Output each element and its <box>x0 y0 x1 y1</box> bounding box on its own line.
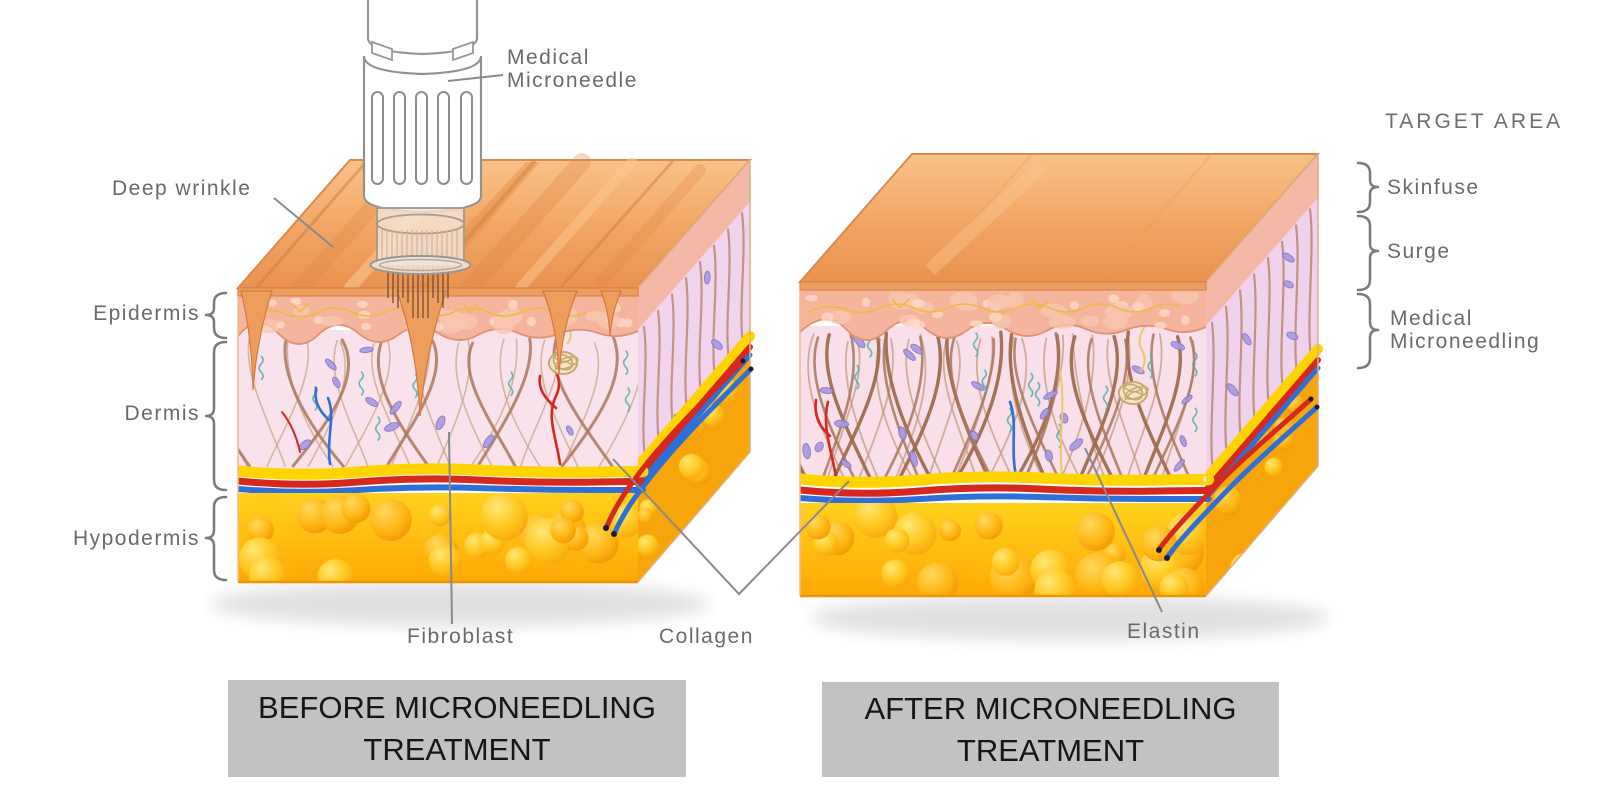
epidermis-label: Epidermis <box>93 302 200 325</box>
before-deep-wrinkles <box>240 290 622 417</box>
target-area-title: TARGET AREA <box>1385 110 1564 133</box>
before-block-shadow <box>210 582 710 626</box>
medical-microneedling-line1: Medical <box>1390 307 1473 330</box>
before-banner-line2: TREATMENT <box>363 731 551 767</box>
device-flange <box>369 255 472 275</box>
after-side-outline <box>1205 152 1319 597</box>
after-dermis-side <box>1206 198 1318 479</box>
medical-microneedling-label: Medical Microneedling <box>1390 307 1540 353</box>
before-vessel-band <box>237 463 649 495</box>
device-cartridge-ring <box>376 213 465 235</box>
after-diving-vessels <box>1156 396 1320 561</box>
after-block-shadow <box>810 596 1330 640</box>
before-fat-lobules <box>239 493 637 582</box>
device-upper-tube <box>366 0 479 56</box>
before-side-outline <box>637 158 751 583</box>
medical-microneedle-leader-line <box>447 74 504 82</box>
device-cartridge-hatch <box>381 230 458 258</box>
after-epidermis-border <box>799 318 1207 341</box>
collagen-leader-line <box>612 458 850 596</box>
elastin-leader-line <box>1084 447 1163 613</box>
before-epidermis-border <box>237 322 639 345</box>
leader-lines <box>273 74 1163 625</box>
dermis-brace <box>204 340 228 492</box>
hypodermis-label: Hypodermis <box>72 527 200 550</box>
skinfuse-label: Skinfuse <box>1387 176 1480 199</box>
deep-wrinkle-leader-line <box>273 197 334 248</box>
device-notch-right <box>452 40 474 62</box>
surge-brace <box>1356 214 1380 292</box>
medical-microneedle-line1: Medical <box>507 46 590 69</box>
after-epidermis-side <box>1206 154 1318 326</box>
before-elastin-squiggles <box>258 350 631 442</box>
after-surface-edge <box>799 281 1207 291</box>
medical-microneedle-label: Medical Microneedle <box>507 46 638 92</box>
elastin-label: Elastin <box>1127 620 1201 643</box>
deep-wrinkle-label: Deep wrinkle <box>112 177 252 200</box>
before-collagen-fibers <box>238 334 619 468</box>
after-epidermis-nerve <box>807 298 1181 314</box>
after-banner-line2: TREATMENT <box>956 732 1145 768</box>
device-flange-inner <box>378 258 463 272</box>
microneedle-device <box>362 0 483 318</box>
epidermis-brace <box>204 291 228 340</box>
after-skin-block <box>797 152 1323 598</box>
collagen-label: Collagen <box>659 625 754 648</box>
medical-microneedle-line2: Microneedle <box>507 69 638 92</box>
skinfuse-brace <box>1356 161 1380 214</box>
after-dermis-vessels <box>814 371 1064 478</box>
surge-label: Surge <box>1387 240 1451 263</box>
before-dermis-side <box>638 202 750 466</box>
before-banner-line1: BEFORE MICRONEEDLING <box>258 689 656 725</box>
after-banner-line1: AFTER MICRONEEDLING <box>864 690 1237 726</box>
after-treatment-banner: AFTER MICRONEEDLING TREATMENT <box>822 682 1279 777</box>
fibroblast-label: Fibroblast <box>407 625 515 648</box>
after-fat-lobules <box>805 503 1205 596</box>
dermis-label: Dermis <box>124 402 200 425</box>
medical-microneedling-brace <box>1356 292 1380 370</box>
before-side-fibers <box>642 212 745 461</box>
before-treatment-banner: BEFORE MICRONEEDLING TREATMENT <box>228 680 686 777</box>
after-vessel-band <box>799 471 1215 504</box>
before-skin-block <box>235 153 755 584</box>
hypodermis-brace <box>204 495 228 582</box>
layer-braces <box>204 161 1380 582</box>
device-grip-slots <box>371 91 473 185</box>
before-diving-vessels <box>603 358 754 537</box>
device-notch-left <box>371 40 393 62</box>
fibroblast-leader-line <box>448 431 453 625</box>
before-epidermis-side <box>638 160 750 330</box>
after-collagen-web <box>800 333 1196 481</box>
after-surface-smooth-lines <box>860 153 1266 283</box>
medical-microneedling-line2: Microneedling <box>1390 330 1541 353</box>
